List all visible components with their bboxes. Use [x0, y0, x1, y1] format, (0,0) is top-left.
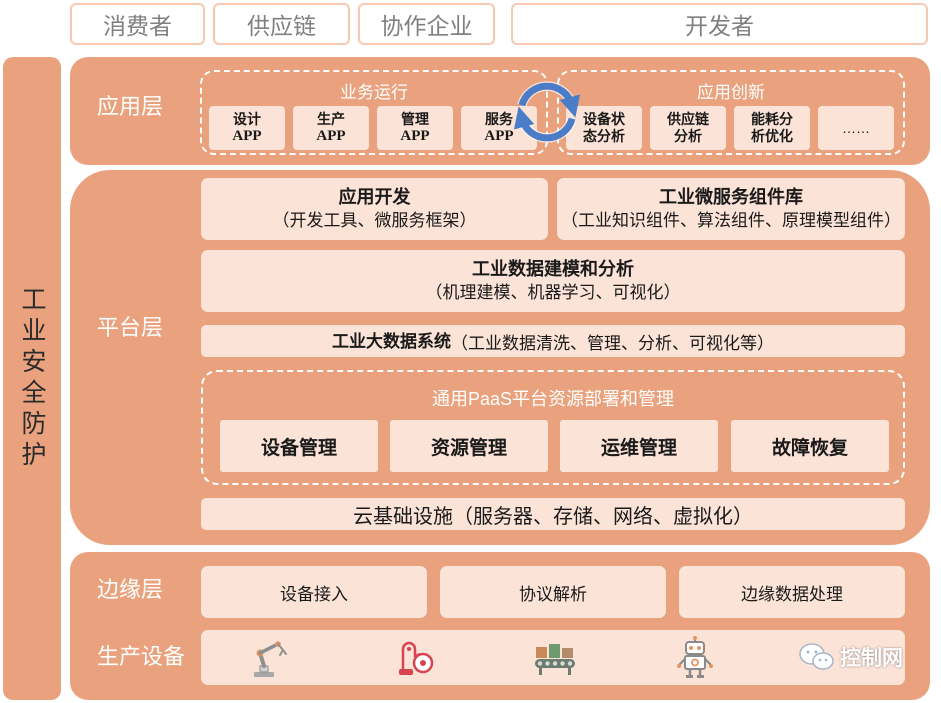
app-name: 设计 [233, 111, 261, 127]
stakeholder-consumers: 消费者 [70, 3, 205, 45]
business-operations-group: 业务运行 设计 APP 生产 APP 管理 APP 服务 APP [200, 70, 548, 155]
app-name: 服务 [485, 111, 513, 127]
app-suffix: APP [400, 128, 430, 144]
application-innovation-group: 应用创新 设备状 态分析 供应链 分析 能耗分 析优化 …… [557, 70, 905, 155]
app-box-more: …… [818, 106, 894, 150]
cycle-arrows-icon [513, 81, 581, 143]
app-name: 生产 [317, 111, 345, 127]
module-label: 设备管理 [260, 437, 337, 459]
wechat-icon [799, 643, 834, 670]
app-suffix: APP [232, 128, 262, 144]
robot-arm-icon [254, 641, 287, 677]
app-suffix: APP [316, 128, 346, 144]
box-title: 工业微服务组件库 [659, 187, 803, 207]
winding-machine-icon [399, 641, 434, 675]
app-box-design: 设计 APP [209, 106, 285, 150]
app-line-2: 态分析 [583, 128, 625, 144]
app-line-1: 能耗分 [751, 111, 793, 127]
resource-management-box: 资源管理 [390, 420, 548, 472]
application-layer: 应用层 业务运行 设计 APP 生产 APP 管理 APP 服务 APP 应用创… [70, 57, 930, 165]
app-line-1: 设备状 [583, 111, 625, 127]
app-line-2: 分析 [674, 128, 702, 144]
cloud-infrastructure-box: 云基础设施（服务器、存储、网络、虚拟化） [201, 498, 905, 530]
module-label: 设备接入 [280, 584, 348, 604]
production-equipment-label: 生产设备 [97, 644, 186, 669]
ellipsis-text: …… [842, 119, 870, 136]
platform-layer-label: 平台层 [97, 315, 164, 340]
box-detail: （机理建模、机器学习、可视化） [425, 283, 681, 302]
watermark: 控制网 [798, 642, 903, 672]
stakeholder-partner-enterprises: 协作企业 [358, 3, 495, 45]
edge-data-processing-box: 边缘数据处理 [679, 566, 905, 618]
device-management-box: 设备管理 [220, 420, 378, 472]
paas-group-label: 通用PaaS平台资源部署和管理 [431, 389, 675, 409]
app-line-1: 供应链 [667, 111, 709, 127]
watermark-text: 控制网 [840, 647, 903, 670]
box-label: 云基础设施（服务器、存储、网络、虚拟化） [353, 505, 753, 528]
stakeholder-supply-chain: 供应链 [213, 3, 350, 45]
security-protection-bar: 工业安全防护 [3, 57, 61, 700]
application-layer-label: 应用层 [97, 94, 164, 119]
stakeholder-label: 开发者 [685, 13, 754, 39]
box-title: 工业大数据系统 [332, 331, 451, 351]
module-label: 资源管理 [430, 437, 507, 459]
app-box-supply-chain-analysis: 供应链 分析 [650, 106, 726, 150]
app-suffix: APP [484, 128, 514, 144]
app-box-management: 管理 APP [377, 106, 453, 150]
security-label: 工业安全防护 [18, 285, 46, 472]
platform-layer: 平台层 应用开发 （开发工具、微服务框架） 工业微服务组件库 （工业知识组件、算… [70, 170, 930, 545]
app-line-2: 析优化 [751, 128, 793, 144]
data-modeling-analysis-box: 工业数据建模和分析 （机理建模、机器学习、可视化） [201, 250, 905, 312]
module-label: 协议解析 [519, 584, 587, 604]
application-development-box: 应用开发 （开发工具、微服务框架） [201, 178, 548, 240]
box-detail: （工业知识组件、算法组件、原理模型组件） [561, 211, 901, 230]
module-label: 故障恢复 [771, 437, 848, 459]
box-detail: （开发工具、微服务框架） [272, 211, 477, 230]
stakeholder-label: 协作企业 [380, 13, 473, 39]
app-box-production: 生产 APP [293, 106, 369, 150]
module-label: 运维管理 [600, 437, 677, 459]
operations-management-box: 运维管理 [560, 420, 718, 472]
big-data-system-box: 工业大数据系统 （工业数据清洗、管理、分析、可视化等） [201, 325, 905, 357]
edge-layer-label: 边缘层 [97, 577, 164, 602]
stakeholder-developers: 开发者 [511, 3, 928, 45]
box-title: 工业数据建模和分析 [472, 259, 634, 279]
fault-recovery-box: 故障恢复 [731, 420, 889, 472]
edge-layer: 边缘层 生产设备 设备接入 协议解析 边缘数据处理 [70, 552, 930, 700]
stakeholder-label: 消费者 [103, 13, 172, 39]
robot-icon [677, 636, 713, 678]
module-label: 边缘数据处理 [741, 584, 843, 604]
conveyor-icon [535, 644, 575, 675]
box-detail: （工业数据清洗、管理、分析、可视化等） [451, 333, 774, 353]
application-innovation-label: 应用创新 [697, 83, 765, 102]
business-operations-label: 业务运行 [340, 83, 408, 102]
production-equipment-row [201, 630, 905, 685]
protocol-parsing-box: 协议解析 [440, 566, 666, 618]
stakeholder-label: 供应链 [247, 13, 316, 39]
microservice-library-box: 工业微服务组件库 （工业知识组件、算法组件、原理模型组件） [557, 178, 905, 240]
paas-resource-management-group: 通用PaaS平台资源部署和管理 设备管理 资源管理 运维管理 故障恢复 [201, 370, 905, 485]
app-box-energy-optimization: 能耗分 析优化 [734, 106, 810, 150]
app-name: 管理 [401, 111, 429, 127]
device-access-box: 设备接入 [201, 566, 427, 618]
box-title: 应用开发 [338, 187, 411, 207]
